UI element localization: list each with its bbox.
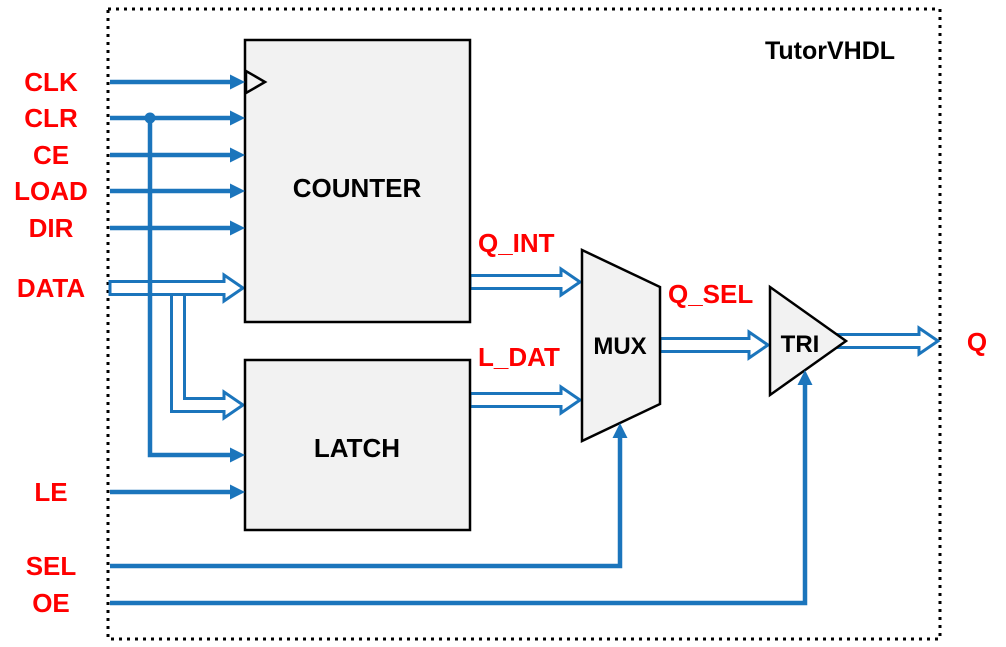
signal-label-q-sel: Q_SEL <box>668 279 753 309</box>
data-bus-arrow <box>108 272 246 304</box>
clr-branch-arrowhead <box>230 447 245 463</box>
mux-block-label: MUX <box>593 333 646 360</box>
diagram-title: TutorVHDL <box>765 37 895 65</box>
q-sel-bus-arrow <box>658 329 771 361</box>
input-label-sel: SEL <box>26 551 77 581</box>
clr-branch-line <box>147 118 232 458</box>
tri-block-label: TRI <box>781 331 820 358</box>
input-label-clk: CLK <box>24 67 78 97</box>
input-label-data: DATA <box>17 273 86 303</box>
sel-arrowhead <box>612 423 628 438</box>
l-dat-bus-arrow <box>468 384 583 416</box>
load-arrowhead <box>230 183 245 199</box>
latch-block-label: LATCH <box>314 433 400 463</box>
clr-junction-dot <box>144 112 156 124</box>
latch-block <box>243 358 472 532</box>
signal-label-l-dat: L_DAT <box>478 342 560 372</box>
input-label-load: LOAD <box>14 176 88 206</box>
mux-block <box>580 248 662 443</box>
oe-signal-line <box>110 384 808 606</box>
data-bus-branch-arrow <box>170 293 246 421</box>
sel-signal-line <box>110 437 623 569</box>
tri-buffer-block <box>768 284 849 398</box>
oe-arrowhead <box>797 370 813 385</box>
counter-block-label: COUNTER <box>293 173 422 203</box>
clr-arrowhead <box>230 110 245 126</box>
ce-arrowhead <box>230 147 245 163</box>
q-int-bus-arrow <box>468 266 583 298</box>
input-label-dir: DIR <box>29 213 74 243</box>
entity-boundary <box>106 7 942 641</box>
q-output-bus-arrow <box>836 325 941 357</box>
dir-arrowhead <box>230 220 245 236</box>
input-label-le: LE <box>34 477 67 507</box>
input-label-oe: OE <box>32 588 70 618</box>
signal-label-q-int: Q_INT <box>478 228 555 258</box>
counter-block <box>243 38 472 324</box>
input-label-ce: CE <box>33 140 69 170</box>
clock-edge-symbol <box>244 68 268 96</box>
clk-arrowhead <box>230 74 245 90</box>
input-label-clr: CLR <box>24 103 78 133</box>
output-label-q: Q <box>967 327 987 357</box>
le-arrowhead <box>230 484 245 500</box>
